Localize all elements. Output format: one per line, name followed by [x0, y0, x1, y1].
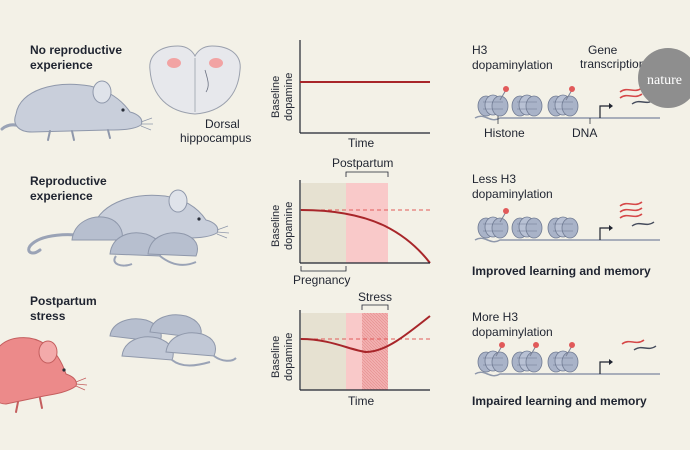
stress-bracket [361, 304, 389, 310]
y-axis-label-line2: dopamine [283, 202, 295, 250]
transcription-arrow-icon [599, 358, 614, 375]
nature-logo-badge [638, 48, 690, 108]
row-title-line1: Reproductive [30, 174, 107, 188]
dna-strand [474, 371, 660, 377]
y-axis-label-line2: dopamine [283, 333, 295, 381]
mrna-icon [621, 339, 645, 345]
mouse-pink-icon [0, 337, 88, 413]
histone-label: Histone [484, 126, 525, 140]
row-postpartum-stress: Postpartum stress Baseline [0, 290, 660, 413]
mrna-icon [619, 201, 643, 219]
baseline-dopamine-chart-2: Baseline dopamine Postpartum Pregnancy [270, 156, 431, 287]
y-axis-label-line1: Baseline [270, 336, 282, 378]
row-reproductive-experience: Reproductive experience Baseline dop [27, 156, 660, 287]
histone-heading-line1: More H3 [472, 310, 518, 324]
row-title-line1: Postpartum [30, 294, 97, 308]
y-axis-label-line1: Baseline [270, 205, 282, 247]
x-axis-label: Time [348, 136, 375, 150]
dna-label: DNA [572, 126, 597, 140]
nature-logo-text: nature [647, 73, 682, 88]
gene-label-line1: Gene [588, 43, 618, 57]
row-title-line2: experience [30, 189, 93, 203]
transcription-arrow-icon [599, 224, 614, 241]
row-no-reproductive-experience: No reproductive experience Dorsal hippoc… [0, 40, 690, 150]
bracket-label-postpartum: Postpartum [332, 156, 393, 170]
postpartum-band [346, 183, 388, 263]
histone-panel-3: More H3 dopaminylation Impaired learning… [472, 310, 660, 408]
baseline-dopamine-chart-3: Baseline dopamine Stress Time [270, 290, 431, 408]
bracket-label-stress: Stress [358, 290, 392, 304]
gene-label-line2: transcription [580, 57, 645, 71]
y-axis-label-line2: dopamine [283, 73, 295, 121]
histone-heading-line1: Less H3 [472, 172, 516, 186]
postpartum-bracket [345, 171, 389, 177]
brain-label-line1: Dorsal [205, 117, 240, 131]
outcome-label: Impaired learning and memory [472, 394, 647, 408]
dopamine-curve [300, 315, 431, 354]
brain-section-icon [149, 45, 241, 115]
histone-heading-line2: dopaminylation [472, 325, 553, 339]
dna-strand [474, 115, 660, 121]
bracket-label-pregnancy: Pregnancy [293, 273, 350, 287]
histone-heading-line2: dopaminylation [472, 58, 553, 72]
outcome-label: Improved learning and memory [472, 264, 651, 278]
mrna-icon [619, 87, 643, 99]
mouse-grey-icon [0, 80, 153, 141]
row-title-line2: stress [30, 309, 66, 323]
baseline-dopamine-chart-1: Baseline dopamine Time [270, 40, 430, 150]
dopamine-curve [300, 209, 431, 264]
pregnancy-band [301, 313, 346, 390]
y-axis-label-line1: Baseline [270, 76, 282, 118]
mother-mouse-with-pups-icon [27, 189, 230, 267]
dna-strand [474, 237, 660, 243]
histone-panel-1: H3 dopaminylation Gene transcription His… [472, 43, 660, 140]
row-title-line2: experience [30, 58, 93, 72]
pups-icon [109, 314, 237, 367]
pregnancy-bracket [300, 266, 347, 272]
histone-heading-line2: dopaminylation [472, 187, 553, 201]
transcription-arrow-icon [599, 102, 614, 119]
row-title-line1: No reproductive [30, 43, 122, 57]
pregnancy-band [301, 183, 346, 263]
histone-panel-2: Less H3 dopaminylation Improved learning… [472, 172, 660, 278]
histone-heading-line1: H3 [472, 43, 488, 57]
x-axis-label: Time [348, 394, 375, 408]
brain-label-line2: hippocampus [180, 131, 251, 145]
